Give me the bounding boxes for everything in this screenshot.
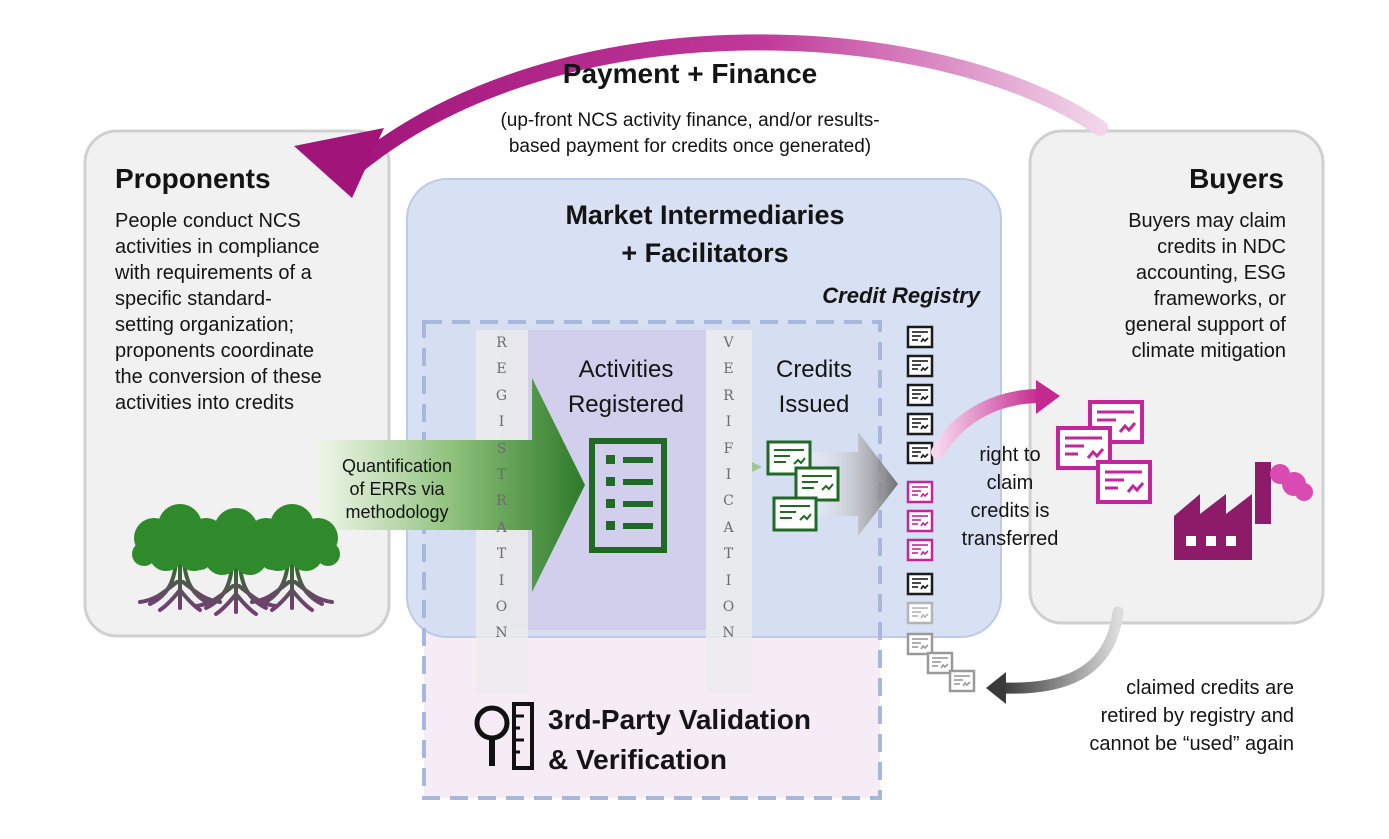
registration-letter: I (498, 572, 506, 589)
intermediaries-title-line: + Facilitators (621, 238, 789, 268)
registration-letter: E (496, 361, 508, 378)
registration-label: R E G I S T R A T I O N (490, 330, 514, 647)
buyers-line: general support of (1124, 314, 1286, 336)
verification-letter: I (725, 572, 733, 589)
buyers-title: Buyers (1189, 163, 1284, 194)
proponents-line: proponents coordinate (115, 340, 315, 362)
activities-line: Activities (578, 356, 674, 383)
payment-title: Payment + Finance (562, 58, 818, 89)
verification-letter: F (723, 440, 735, 457)
retired-line: claimed credits are (1126, 677, 1294, 699)
transfer-line: claim (986, 472, 1034, 494)
verification-letter: T (723, 546, 735, 563)
payment-arrow-head (294, 128, 384, 198)
verification-letter: A (723, 519, 735, 536)
issuance-arrow (812, 432, 898, 536)
proponents-title: Proponents (115, 163, 271, 194)
verification-letter: E (723, 361, 735, 378)
registration-letter: N (495, 625, 509, 642)
intermediaries-title-line: Market Intermediaries (565, 200, 845, 230)
verification-letter: I (725, 466, 733, 483)
activities-registered-label: Activities Registered (536, 352, 716, 422)
factory-icon (1174, 462, 1313, 560)
transfer-line: credits is (970, 500, 1050, 522)
payment-subtitle: (up-front NCS activity finance, and/or r… (430, 108, 950, 160)
ruler-icon (512, 702, 534, 770)
proponents-line: activities into credits (115, 392, 294, 414)
payment-subtitle-line: (up-front NCS activity finance, and/or r… (500, 110, 880, 131)
proponents-line: specific standard- (115, 288, 272, 310)
verification-letter: O (722, 598, 736, 615)
proponents-description: People conduct NCS activities in complia… (115, 208, 385, 416)
retired-line: retired by registry and (1100, 705, 1294, 727)
credits-line: Issued (778, 391, 850, 418)
registration-letter: R (496, 493, 508, 510)
credits-line: Credits (775, 356, 853, 383)
transfer-line: transferred (961, 528, 1059, 550)
buyers-description: Buyers may claim credits in NDC accounti… (1060, 208, 1286, 364)
proponents-panel (83, 129, 391, 638)
verification-letter: V (723, 335, 735, 351)
verification-label: V E R I F I C A T I O N (717, 330, 741, 647)
retired-line: cannot be “used” again (1089, 733, 1294, 755)
registration-letter: R (496, 335, 508, 351)
activities-line: Registered (567, 391, 685, 418)
quantification-line: of ERRs via (349, 479, 445, 499)
proponents-line: People conduct NCS (115, 210, 301, 232)
retired-label: claimed credits are retired by registry … (1020, 674, 1294, 758)
validation-line: 3rd-Party Validation (548, 704, 811, 735)
buyers-line: climate mitigation (1131, 340, 1286, 362)
verification-letter: R (723, 387, 735, 404)
registration-letter: T (496, 546, 508, 563)
verification-letter: N (722, 625, 736, 642)
payment-arrow (344, 34, 1108, 178)
quantification-line: methodology (345, 502, 449, 522)
retirement-arrow (996, 606, 1124, 694)
registration-letter: O (495, 598, 509, 615)
validation-border (422, 320, 882, 800)
buyers-line: Buyers may claim (1128, 210, 1286, 232)
verification-letter: C (723, 493, 735, 510)
credit-registry-label: Credit Registry (822, 283, 980, 308)
verification-column (706, 330, 752, 694)
transfer-arrow (931, 389, 1047, 459)
registration-letter: G (495, 387, 509, 404)
transfer-label: right to claim credits is transferred (950, 441, 1070, 553)
magnifier-icon (474, 705, 510, 766)
quantification-label: Quantification of ERRs via methodology (322, 455, 472, 524)
proponents-line: setting organization; (115, 314, 295, 336)
payment-subtitle-line: based payment for credits once generated… (508, 136, 872, 157)
transfer-line: right to (979, 444, 1041, 466)
validation-line: & Verification (548, 744, 727, 775)
proponents-line: activities in compliance (115, 236, 320, 258)
registration-letter: A (496, 519, 508, 536)
quantification-arrow (318, 378, 585, 592)
proponents-line: the conversion of these (115, 366, 322, 388)
credits-issued-label: Credits Issued (752, 352, 876, 422)
proponents-line: with requirements of a (115, 262, 312, 284)
verification-letter: I (725, 414, 733, 431)
quantification-line: Quantification (341, 456, 453, 476)
buyers-line: accounting, ESG (1135, 262, 1286, 284)
validation-label: 3rd-Party Validation & Verification (548, 700, 868, 780)
registration-letter: I (498, 414, 506, 431)
intermediaries-title: Market Intermediaries + Facilitators (480, 196, 930, 272)
buyers-line: frameworks, or (1153, 288, 1286, 310)
registration-letter: T (496, 466, 508, 483)
buyers-line: credits in NDC (1157, 236, 1286, 258)
checklist-icon (589, 438, 667, 553)
registration-letter: S (496, 440, 508, 457)
